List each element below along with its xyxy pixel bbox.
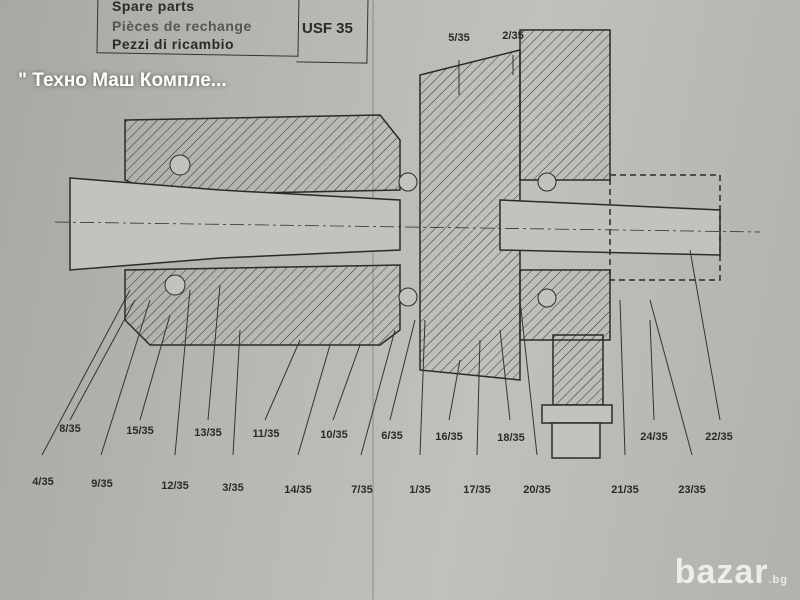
part-label: 16/35	[435, 431, 463, 443]
sleeve-top	[124, 114, 401, 196]
screw-body	[552, 334, 604, 406]
part-label: 6/35	[381, 430, 403, 442]
bazar-watermark: bazar.bg	[675, 553, 788, 592]
header-line-it: Pezzi di ricambio	[112, 36, 235, 52]
part-label: 8/35	[59, 423, 81, 435]
part-label: 17/35	[463, 484, 491, 496]
part-label: 12/35	[161, 480, 189, 492]
housing-top-right	[519, 29, 611, 181]
bearing-ball	[164, 274, 186, 296]
header-line-fr: Pièces de rechange	[112, 18, 252, 34]
part-label: 18/35	[497, 432, 525, 444]
central-housing	[419, 49, 521, 381]
screw-knurl	[551, 422, 601, 459]
part-label: 22/35	[705, 431, 733, 443]
part-label: 20/35	[523, 484, 551, 496]
sleeve-bottom	[124, 264, 401, 346]
leader-lines	[41, 55, 721, 456]
screw-nut	[541, 404, 613, 424]
part-label: 11/35	[252, 428, 280, 440]
part-label: 21/35	[611, 484, 639, 496]
center-axis	[54, 221, 761, 233]
part-label: 10/35	[320, 429, 348, 441]
bearing-ball	[537, 288, 557, 308]
part-label: 14/35	[284, 484, 312, 496]
header-line-en: Spare parts	[112, 0, 195, 14]
part-label: 23/35	[678, 484, 706, 496]
part-label: 5/35	[448, 32, 470, 44]
watermark-suffix: .bg	[768, 574, 788, 586]
part-label: 9/35	[91, 478, 113, 490]
output-shaft	[499, 199, 721, 256]
bearing-ball	[398, 287, 418, 307]
bearing-ball	[398, 172, 418, 192]
part-label: 13/35	[194, 427, 222, 439]
watermark-text: bazar	[674, 553, 769, 591]
shaft-end-outline	[609, 174, 721, 281]
part-label: 3/35	[222, 482, 244, 494]
part-label: 4/35	[32, 476, 54, 488]
bearing-ball	[537, 172, 557, 192]
housing-bottom-right	[519, 269, 611, 341]
part-label: 7/35	[351, 484, 373, 496]
part-label: 24/35	[640, 431, 668, 443]
part-label: 15/35	[126, 425, 154, 437]
part-label: 2/35	[502, 30, 524, 42]
bearing-ball	[169, 154, 191, 176]
taper-bore	[69, 177, 401, 271]
part-label: 1/35	[409, 484, 431, 496]
model-number: USF 35	[302, 20, 353, 37]
listing-title: " Техно Маш Компле...	[18, 70, 227, 91]
